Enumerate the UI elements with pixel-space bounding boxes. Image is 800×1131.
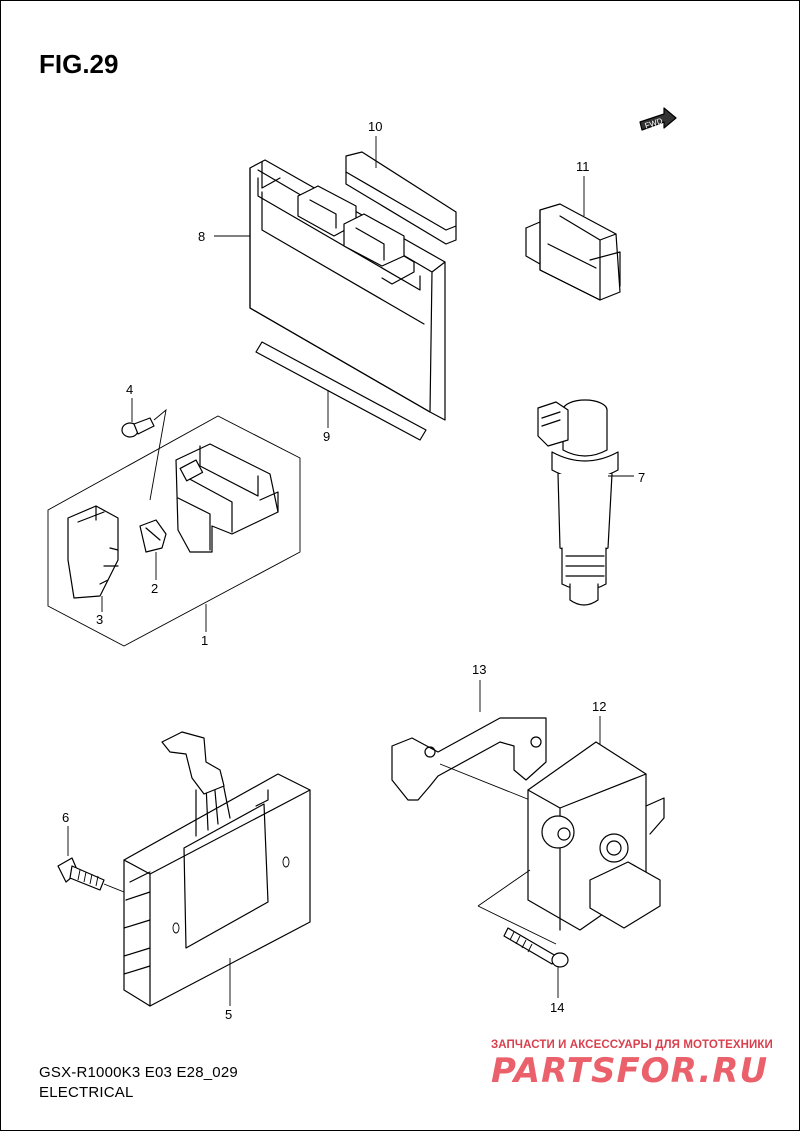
watermark-tagline: ЗАПЧАСТИ И АКСЕССУАРЫ ДЛЯ МОТОТЕХНИКИ [491, 1039, 773, 1051]
callout-8: 8 [198, 229, 205, 244]
callout-11: 11 [576, 159, 590, 174]
footer-section: ELECTRICAL [39, 1084, 134, 1101]
callout-5: 5 [225, 1007, 232, 1022]
callout-leaders [67, 136, 634, 1006]
bracket-part-13 [391, 717, 547, 801]
bolt-part-6 [57, 857, 125, 893]
figure-title: FIG.29 [39, 49, 119, 79]
callout-9: 9 [323, 429, 330, 444]
callout-4: 4 [126, 382, 133, 397]
screw-part-4 [121, 408, 167, 501]
callout-2: 2 [151, 581, 158, 596]
footer-model-code: GSX-R1000K3 E03 E28_029 [39, 1064, 238, 1081]
watermark-brand: PARTSFOR.RU [491, 1051, 769, 1091]
callout-13: 13 [472, 662, 486, 677]
callout-10: 10 [368, 119, 382, 134]
callout-12: 12 [592, 699, 606, 714]
forward-direction-badge: FWD [639, 107, 677, 131]
callout-6: 6 [62, 810, 69, 825]
callout-numbers: 1 2 3 4 5 6 7 8 9 10 11 12 13 14 [62, 119, 645, 1022]
cushion-pad-part-10 [345, 151, 457, 245]
actuator-part-12 [477, 741, 665, 945]
callout-1: 1 [201, 633, 208, 648]
callout-14: 14 [550, 1000, 564, 1015]
bolt-part-14 [503, 927, 569, 968]
callout-3: 3 [96, 612, 103, 627]
ecm-unit-part-8 [249, 159, 446, 421]
callout-7: 7 [638, 470, 645, 485]
fwd-badge-label: FWD [644, 116, 664, 130]
relay-part-11 [525, 203, 621, 301]
control-module-part-5 [123, 731, 311, 1007]
ignition-coil-part-7 [537, 399, 619, 606]
fuse-box-assembly-part-1 [47, 415, 301, 647]
cushion-strip-part-9 [255, 341, 427, 441]
